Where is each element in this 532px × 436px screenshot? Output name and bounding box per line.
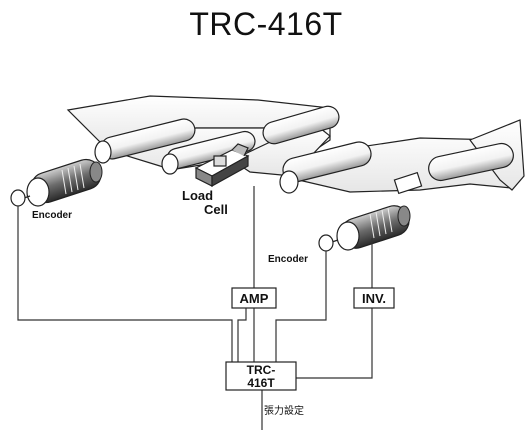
roller-3 <box>262 105 340 145</box>
encoder-right-label: Encoder <box>268 254 308 265</box>
tension-setting-label: 張力設定 <box>264 404 304 417</box>
signal-wires <box>17 186 373 430</box>
inv-box: INV. <box>353 287 395 309</box>
right-encoder <box>318 234 339 252</box>
controller-box: TRC- 416T <box>225 361 297 391</box>
load-cell <box>194 143 250 188</box>
roller-1 <box>94 118 196 164</box>
load-cell-label-line2: Cell <box>204 202 228 217</box>
controller-label-line2: 416T <box>247 376 275 390</box>
roller-4 <box>279 141 372 194</box>
controller-label-line1: TRC- <box>247 363 276 377</box>
load-cell-label-line1: Load <box>182 188 213 203</box>
left-motor <box>26 158 103 207</box>
amp-box: AMP <box>231 287 277 309</box>
inv-label: INV. <box>362 291 386 306</box>
diagram-title: TRC-416T <box>189 6 343 42</box>
right-motor <box>336 171 423 251</box>
roller-5 <box>428 142 514 182</box>
encoder-left-label: Encoder <box>32 210 72 221</box>
amp-label: AMP <box>240 291 269 306</box>
